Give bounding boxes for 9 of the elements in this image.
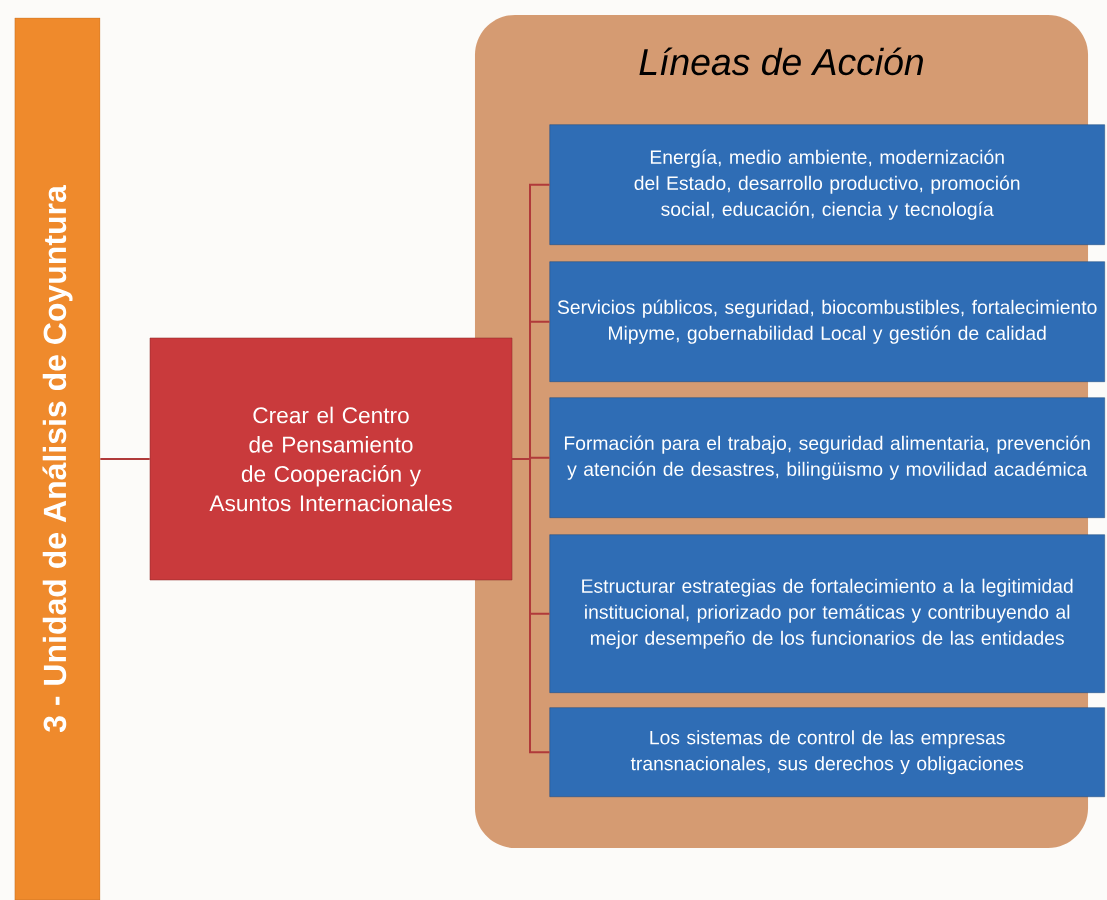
connector-line — [511, 458, 551, 754]
action-box: Formación para el trabajo, seguridad alimentaria, prevención y atención de desastres, bilingüismo y movilidad académica — [549, 397, 1105, 518]
process-box: Crear el Centro de Pensamiento de Cooperación y Asuntos Internacionales — [149, 337, 513, 581]
action-box: Los sistemas de control de las empresas transnacionales, sus derechos y obligaciones — [549, 707, 1105, 797]
connector-line — [99, 458, 151, 460]
action-box: Estructurar estrategias de fortalecimiento a la legitimidad institucional, priorizado por temáticas y contribuyendo al mejor desempeño de los funcionarios de las entidades — [549, 534, 1105, 693]
action-box: Energía, medio ambiente, modernización del Estado, desarrollo productivo, promoción social, educación, ciencia y tecnología — [549, 124, 1105, 245]
side-banner: 3 - Unidad de Análisis de Coyuntura — [14, 17, 101, 900]
action-box: Servicios públicos, seguridad, biocombustibles, fortalecimiento Mipyme, gobernabilidad Local y gestión de calidad — [549, 261, 1105, 382]
